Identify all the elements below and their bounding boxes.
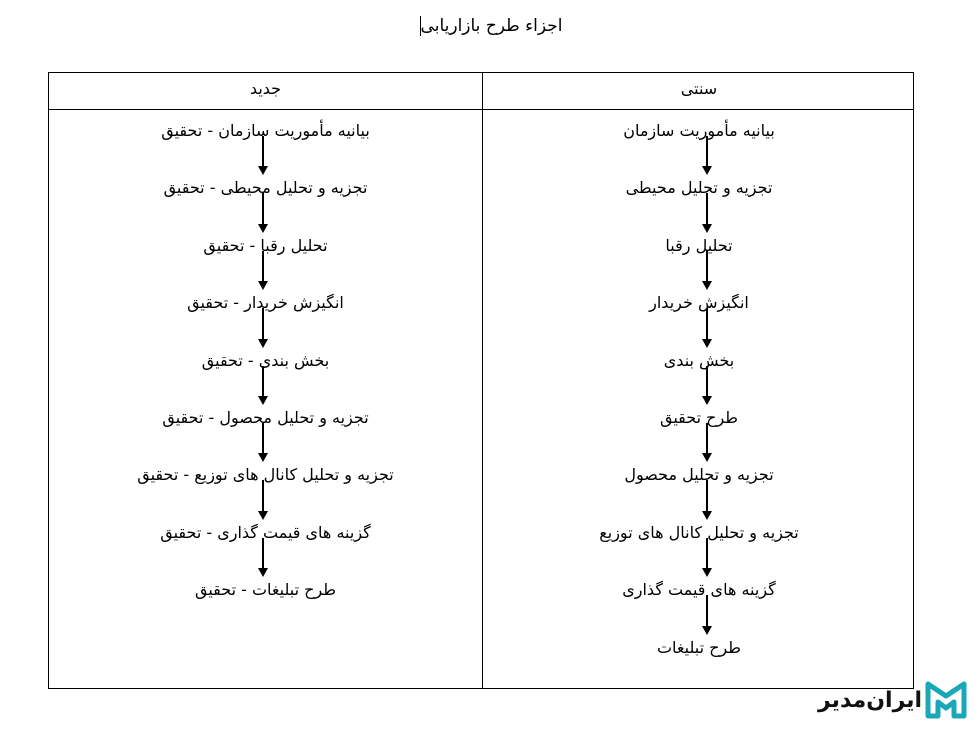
down-arrow-icon: [258, 537, 268, 578]
down-arrow-icon: [258, 308, 268, 348]
down-arrow-icon: [702, 480, 712, 520]
down-arrow-icon: [258, 250, 268, 291]
down-arrow-icon: [702, 250, 712, 291]
flow-step: تجزیه و تحلیل کانال های توزیع - تحقیق: [137, 465, 394, 485]
logo-text: ایران‌مدیر: [818, 688, 923, 713]
brand-m-icon: [925, 681, 967, 719]
traditional-column: بیانیه مأموریت سازمان تجزیه و تحلیل محیطی…: [483, 110, 915, 688]
down-arrow-icon: [702, 595, 712, 635]
down-arrow-icon: [258, 423, 268, 463]
flow-step: بخش بندی - تحقیق: [201, 350, 330, 370]
flow-step: تحلیل رقبا - تحقیق: [203, 235, 328, 255]
down-arrow-icon: [258, 365, 268, 405]
flow-step: تجزیه و تحلیل محصول - تحقیق: [162, 408, 369, 427]
page-title: اجزاء طرح بازاریابی: [0, 16, 980, 36]
modern-column: بیانیه مأموریت سازمان - تحقیق تجزیه و تحل…: [49, 110, 482, 688]
flow-step: طرح تحقیق: [659, 408, 739, 427]
flow-step: بخش بندی: [663, 350, 735, 370]
down-arrow-icon: [258, 480, 268, 520]
flow-step: تحلیل رقبا: [665, 235, 733, 255]
comparison-table: جدید سنتی بیانیه مأموریت سازمان - تحقیق ت…: [48, 72, 914, 689]
down-arrow-icon: [702, 308, 712, 348]
flow-step: طرح تبلیغات - تحقیق: [194, 580, 337, 600]
down-arrow-icon: [702, 537, 712, 578]
flow-step: انگیزش خریدار: [649, 293, 749, 313]
title-text: اجزاء طرح بازاریابی: [420, 16, 563, 36]
flow-step: طرح تبلیغات: [656, 637, 742, 657]
down-arrow-icon: [702, 423, 712, 463]
flow-step: تجزیه و تحلیل محیطی - تحقیق: [163, 178, 368, 198]
header-traditional: سنتی: [680, 79, 718, 98]
down-arrow-icon: [702, 193, 712, 233]
flow-step: گزینه های قیمت گذاری - تحقیق: [160, 522, 371, 542]
down-arrow-icon: [258, 136, 268, 176]
flow-step: تجزیه و تحلیل کانال های توزیع: [599, 522, 799, 542]
flow-step: بیانیه مأموریت سازمان: [623, 121, 775, 140]
header-divider: [49, 109, 913, 110]
down-arrow-icon: [702, 136, 712, 176]
column-divider: [482, 73, 483, 688]
flow-step: تجزیه و تحلیل محصول: [624, 465, 774, 485]
flow-step: گزینه های قیمت گذاری: [622, 580, 776, 600]
header-modern: جدید: [249, 79, 282, 98]
text-cursor: [419, 16, 421, 36]
brand-logo: ایران‌مدیر: [818, 678, 970, 722]
flow-step: تجزیه و تحلیل محیطی: [625, 178, 773, 198]
down-arrow-icon: [702, 365, 712, 405]
flow-step: بیانیه مأموریت سازمان - تحقیق: [161, 121, 370, 140]
flow-step: انگیزش خریدار - تحقیق: [187, 293, 344, 313]
down-arrow-icon: [258, 193, 268, 233]
